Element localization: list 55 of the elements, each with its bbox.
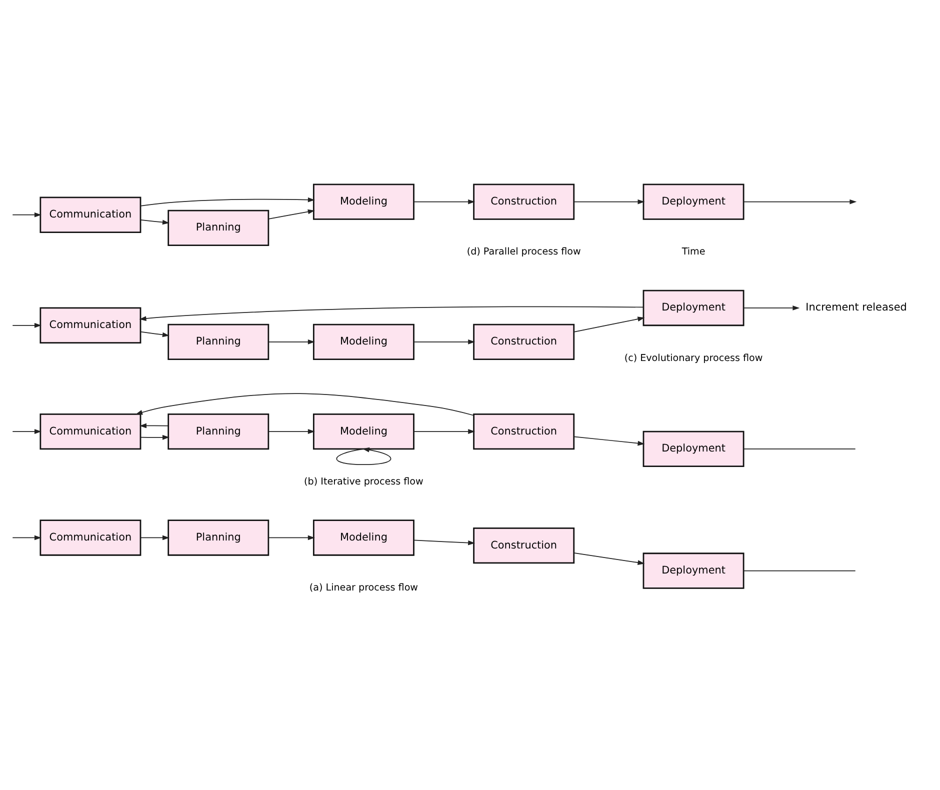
label: (c) Evolutionary process flow xyxy=(624,352,763,364)
arrow xyxy=(574,436,645,446)
label: (b) Iterative process flow xyxy=(304,476,424,488)
node-box: Communication xyxy=(40,307,142,344)
arrow xyxy=(12,322,42,328)
arrow xyxy=(574,316,645,332)
node-box: Deployment xyxy=(642,552,744,589)
arrow xyxy=(140,535,170,540)
arrow xyxy=(268,535,315,540)
arrow xyxy=(12,535,42,540)
node-box: Construction xyxy=(473,324,575,360)
arrow xyxy=(413,199,476,204)
node-box: Communication xyxy=(40,196,142,233)
node-box: Deployment xyxy=(642,290,744,326)
arrow xyxy=(140,423,169,428)
arrow xyxy=(413,339,476,344)
node-box: Modeling xyxy=(312,520,414,556)
arrow xyxy=(139,306,644,321)
arrow xyxy=(574,199,645,204)
arrow xyxy=(140,434,170,440)
arrow xyxy=(268,209,315,220)
node-box: Modeling xyxy=(312,413,414,450)
node-box: Construction xyxy=(473,527,575,564)
arrow xyxy=(140,220,170,225)
arrow xyxy=(336,447,392,466)
label: Time xyxy=(682,246,706,258)
connector xyxy=(743,448,856,450)
node-box: Modeling xyxy=(312,324,414,360)
node-box: Deployment xyxy=(642,184,744,220)
arrow xyxy=(140,331,170,338)
node-box: Planning xyxy=(168,210,270,246)
arrow xyxy=(140,197,315,206)
arrow xyxy=(413,540,476,546)
node-text: Increment released xyxy=(806,302,907,314)
arrow xyxy=(136,393,474,416)
arrow xyxy=(743,306,800,310)
arrow xyxy=(268,339,315,344)
arrow xyxy=(413,429,476,434)
node-box: Construction xyxy=(473,413,575,450)
node-box: Planning xyxy=(168,324,270,360)
node-box: Construction xyxy=(473,184,575,220)
arrow xyxy=(268,429,315,434)
arrow xyxy=(574,552,645,565)
arrow xyxy=(12,429,42,434)
label: (d) Parallel process flow xyxy=(466,246,581,258)
node-box: Planning xyxy=(168,413,270,450)
arrow xyxy=(743,199,857,204)
label: (a) Linear process flow xyxy=(309,582,418,594)
node-box: Deployment xyxy=(642,430,744,468)
arrow xyxy=(12,212,42,218)
node-box: Planning xyxy=(168,520,270,556)
node-box: Communication xyxy=(40,520,142,556)
connector xyxy=(743,570,856,572)
node-box: Communication xyxy=(40,413,142,450)
node-box: Modeling xyxy=(312,184,414,220)
